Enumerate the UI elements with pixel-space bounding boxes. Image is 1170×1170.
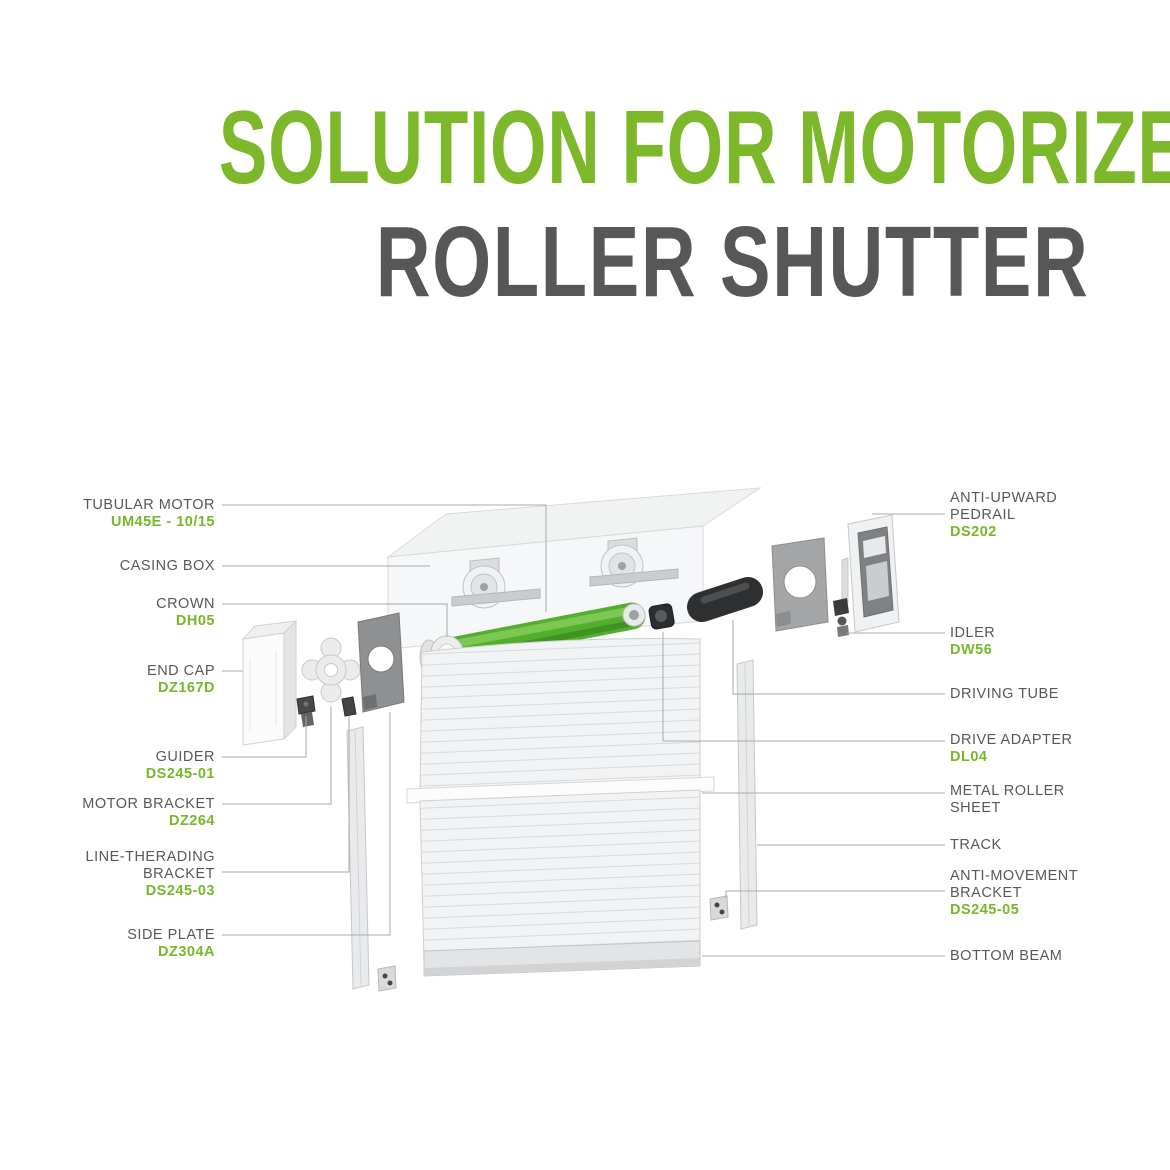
drive-adapter: [648, 603, 675, 630]
part-code: DS202: [950, 524, 997, 540]
label-side-plate: SIDE PLATE DZ304A: [50, 927, 215, 961]
leader-drive-adapter: [662, 632, 945, 742]
leader-driving-tube: [732, 620, 945, 695]
label-metal-roller-sheet: METAL ROLLER SHEET: [950, 783, 1100, 817]
title-line-2-text: ROLLER SHUTTER: [376, 206, 1090, 318]
part-name: CROWN: [156, 596, 215, 612]
driving-tube: [687, 577, 763, 622]
label-end-cap: END CAP DZ167D: [50, 663, 215, 697]
guider: [296, 695, 316, 727]
anti-upward-pedrail: [841, 514, 900, 633]
part-code: DZ167D: [158, 680, 215, 696]
leader-motor-bracket: [222, 706, 332, 805]
part-name: ANTI-UPWARD PEDRAIL: [950, 490, 1058, 523]
part-code: DL04: [950, 749, 988, 765]
side-plate: [357, 612, 405, 713]
part-name: GUIDER: [155, 749, 215, 765]
part-name: METAL ROLLER SHEET: [950, 783, 1065, 816]
part-name: CASING BOX: [119, 558, 215, 574]
title-line-1: SOLUTION FOR MOTORIZED: [0, 96, 1170, 200]
part-code: DS245-03: [145, 883, 215, 899]
end-cap: [241, 619, 298, 746]
label-track: TRACK: [950, 837, 1100, 854]
title-line-2: ROLLER SHUTTER: [148, 212, 1170, 312]
motor-bracket: [301, 637, 361, 703]
label-tubular-motor: TUBULAR MOTOR UM45E - 10/15: [50, 497, 215, 531]
track-right: [736, 659, 758, 930]
part-name: MOTOR BRACKET: [82, 796, 215, 812]
part-name: TRACK: [950, 837, 1002, 853]
side-plate-right: [771, 537, 829, 632]
label-driving-tube: DRIVING TUBE: [950, 686, 1100, 703]
part-name: BOTTOM BEAM: [950, 948, 1063, 964]
line-threading-bracket: [341, 696, 357, 717]
part-code: DW56: [950, 642, 993, 658]
leader-guider: [222, 716, 307, 758]
part-code: DZ264: [168, 813, 215, 829]
label-casing-box: CASING BOX: [50, 558, 215, 575]
leader-lines: [222, 504, 945, 957]
leader-side-plate: [222, 712, 391, 936]
leader-line-threading-bracket: [222, 716, 350, 873]
label-anti-upward-pedrail: ANTI-UPWARD PEDRAIL DS202: [950, 490, 1100, 541]
roller-bracket-right: [589, 537, 679, 588]
part-code: UM45E - 10/15: [110, 514, 215, 530]
bottom-beam: [423, 940, 701, 977]
leader-tubular-motor: [222, 504, 547, 612]
part-code: DS245-01: [145, 766, 215, 782]
label-motor-bracket: MOTOR BRACKET DZ264: [50, 796, 215, 830]
label-anti-movement-bracket: ANTI-MOVEMENT BRACKET DS245-05: [950, 868, 1100, 919]
part-name: TUBULAR MOTOR: [83, 497, 215, 513]
part-name: DRIVING TUBE: [950, 686, 1059, 702]
part-name: ANTI-MOVEMENT BRACKET: [950, 868, 1078, 901]
part-code: DZ304A: [158, 944, 215, 960]
part-name: DRIVE ADAPTER: [950, 732, 1073, 748]
track-left: [346, 726, 370, 990]
label-line-threading-bracket: LINE-THERADING BRACKET DS245-03: [50, 849, 215, 900]
roller-bracket-left: [451, 557, 541, 609]
part-code: DS245-05: [950, 902, 1020, 918]
anti-movement-bracket: [709, 895, 729, 921]
part-name: SIDE PLATE: [127, 927, 215, 943]
label-bottom-beam: BOTTOM BEAM: [950, 948, 1100, 965]
title-line-1-text: SOLUTION FOR MOTORIZED: [218, 90, 1170, 206]
idler: [833, 598, 849, 637]
label-guider: GUIDER DS245-01: [50, 749, 215, 783]
label-drive-adapter: DRIVE ADAPTER DL04: [950, 732, 1100, 766]
bracket-left-bottom: [377, 965, 397, 992]
label-idler: IDLER DW56: [950, 625, 1100, 659]
part-code: DH05: [175, 613, 215, 629]
leader-crown: [222, 603, 448, 637]
label-crown: CROWN DH05: [50, 596, 215, 630]
part-name: LINE-THERADING BRACKET: [85, 849, 215, 882]
metal-roller-sheet: [406, 638, 715, 962]
leader-anti-movement-bracket: [725, 890, 945, 898]
part-name: IDLER: [950, 625, 996, 641]
part-name: END CAP: [147, 663, 215, 679]
